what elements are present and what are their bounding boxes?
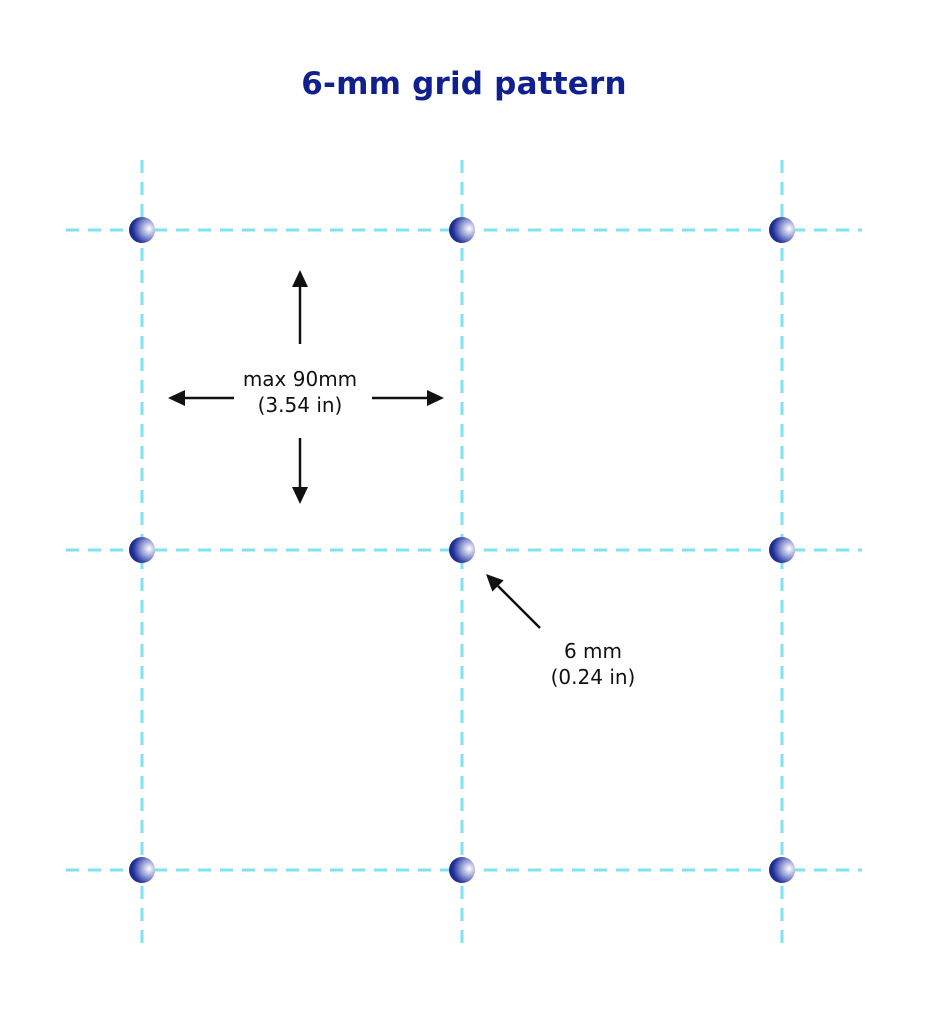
- arrow-up-head: [292, 270, 308, 287]
- arrow-down: [292, 438, 308, 504]
- grid-dots: [129, 217, 795, 883]
- arrow-dot-pointer: [486, 574, 541, 629]
- arrow-down-head: [292, 487, 308, 504]
- arrow-left: [168, 390, 234, 406]
- arrow-left-head: [168, 390, 185, 406]
- dot-size-label-line1: 6 mm: [563, 639, 623, 663]
- grid-dot-2-3: [769, 537, 795, 563]
- grid-dot-1-3: [769, 217, 795, 243]
- dot-size-label: 6 mm (0.24 in): [513, 638, 673, 690]
- dimension-arrows: [168, 270, 541, 629]
- grid-dot-1-2: [449, 217, 475, 243]
- grid-dot-3-1: [129, 857, 155, 883]
- diagram-title: 6-mm grid pattern: [301, 66, 627, 102]
- grid-dot-3-3: [769, 857, 795, 883]
- grid-dot-1-1: [129, 217, 155, 243]
- arrow-dot-pointer-shaft: [497, 585, 541, 629]
- spacing-label-line2: (3.54 in): [257, 393, 343, 417]
- arrow-right: [372, 390, 444, 406]
- arrow-right-head: [427, 390, 444, 406]
- spacing-label: max 90mm (3.54 in): [210, 366, 390, 418]
- arrow-up: [292, 270, 308, 344]
- arrow-dot-pointer-head: [486, 574, 504, 592]
- spacing-label-line1: max 90mm: [242, 367, 358, 391]
- grid-dot-2-1: [129, 537, 155, 563]
- dot-size-label-line2: (0.24 in): [550, 665, 636, 689]
- grid-dot-3-2: [449, 857, 475, 883]
- grid-dot-2-2: [449, 537, 475, 563]
